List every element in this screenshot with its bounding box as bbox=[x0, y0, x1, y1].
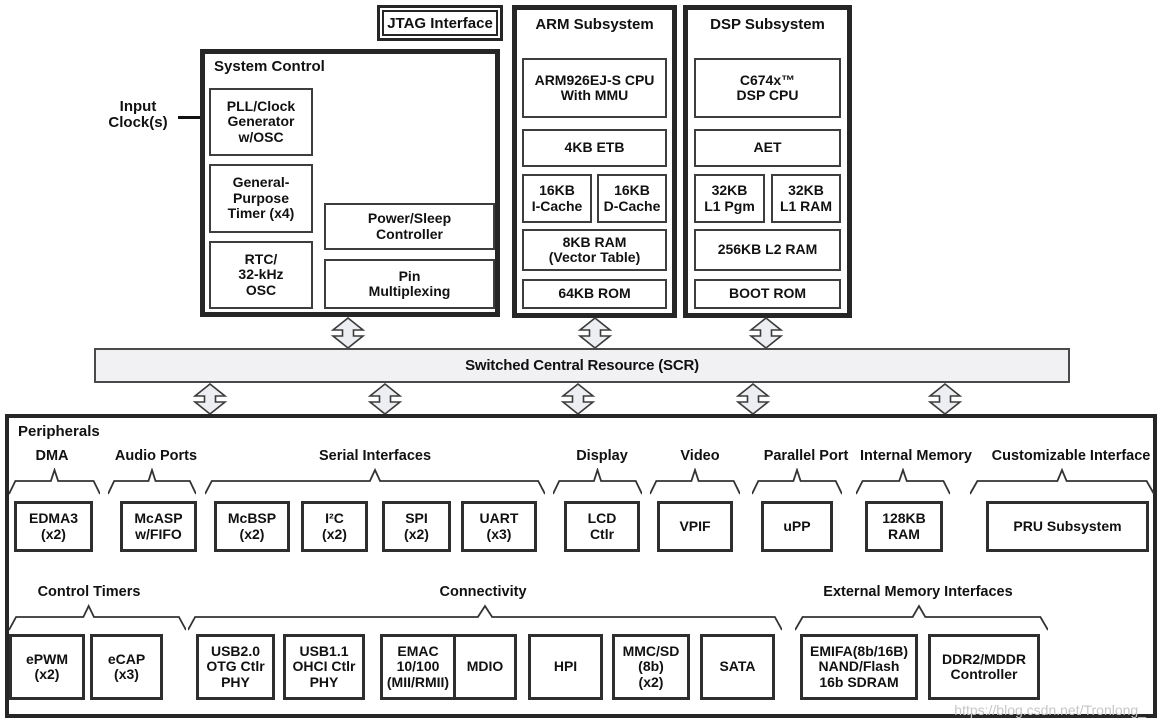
brace-connectivity bbox=[188, 604, 782, 632]
box-epwm: ePWM (x2) bbox=[9, 634, 85, 700]
brace-audio-ports bbox=[108, 468, 196, 496]
group-label-external-memory-interfaces: External Memory Interfaces bbox=[823, 584, 1013, 600]
box-spi: SPI (x2) bbox=[382, 501, 451, 552]
box-l2-ram: 256KB L2 RAM bbox=[694, 229, 841, 271]
box-usb1: USB1.1 OHCI Ctlr PHY bbox=[283, 634, 365, 700]
double-arrow-icon bbox=[735, 383, 771, 415]
box-rtc-osc: RTC/ 32-kHz OSC bbox=[209, 241, 313, 309]
box-mcbsp: McBSP (x2) bbox=[214, 501, 290, 552]
box-aet: AET bbox=[694, 129, 841, 167]
box-uart: UART (x3) bbox=[461, 501, 537, 552]
box-emifa: EMIFA(8b/16B) NAND/Flash 16b SDRAM bbox=[800, 634, 918, 700]
box-etb: 4KB ETB bbox=[522, 129, 667, 167]
arm-subsystem-box: ARM Subsystem ARM926EJ-S CPU With MMU 4K… bbox=[512, 5, 677, 318]
box-pll-clock-generator: PLL/Clock Generator w/OSC bbox=[209, 88, 313, 156]
double-arrow-icon bbox=[560, 383, 596, 415]
double-arrow-icon bbox=[330, 317, 366, 349]
box-boot-rom: BOOT ROM bbox=[694, 279, 841, 309]
box-ecap: eCAP (x3) bbox=[90, 634, 163, 700]
box-edma3: EDMA3 (x2) bbox=[14, 501, 93, 552]
box-l1-pgm: 32KB L1 Pgm bbox=[694, 174, 765, 223]
system-control-title: System Control bbox=[214, 58, 325, 75]
dsp-subsystem-title: DSP Subsystem bbox=[710, 16, 825, 33]
box-dsp-cpu: C674x™ DSP CPU bbox=[694, 58, 841, 118]
double-arrow-icon bbox=[367, 383, 403, 415]
peripherals-title: Peripherals bbox=[18, 423, 100, 440]
box-mdio: MDIO bbox=[456, 634, 517, 700]
system-control-box: System Control PLL/Clock Generator w/OSC… bbox=[200, 49, 500, 317]
group-label-connectivity: Connectivity bbox=[439, 584, 527, 600]
box-hpi: HPI bbox=[528, 634, 603, 700]
group-label-display: Display bbox=[576, 448, 628, 464]
brace-dma bbox=[9, 468, 100, 496]
box-l1-ram: 32KB L1 RAM bbox=[771, 174, 841, 223]
group-label-parallel-port: Parallel Port bbox=[763, 448, 849, 464]
brace-control-timers bbox=[9, 604, 186, 632]
box-arm-rom: 64KB ROM bbox=[522, 279, 667, 309]
double-arrow-icon bbox=[927, 383, 963, 415]
box-ddr2-mddr: DDR2/MDDR Controller bbox=[928, 634, 1040, 700]
peripherals-box: Peripherals DMA Audio Ports Serial Inter… bbox=[5, 414, 1157, 718]
box-i2c: I²C (x2) bbox=[301, 501, 368, 552]
brace-display bbox=[553, 468, 642, 496]
group-label-audio-ports: Audio Ports bbox=[114, 448, 198, 464]
jtag-interface-label: JTAG Interface bbox=[382, 10, 498, 36]
box-icache: 16KB I-Cache bbox=[522, 174, 592, 223]
group-label-video: Video bbox=[680, 448, 720, 464]
brace-external-memory-interfaces bbox=[795, 604, 1048, 632]
box-power-sleep-controller: Power/Sleep Controller bbox=[324, 203, 495, 250]
box-pru-subsystem: PRU Subsystem bbox=[986, 501, 1149, 552]
box-emac: EMAC 10/100 (MII/RMII) bbox=[380, 634, 456, 700]
input-clock-label: Input Clock(s) bbox=[108, 98, 168, 131]
brace-parallel-port bbox=[752, 468, 842, 496]
double-arrow-icon bbox=[748, 317, 784, 349]
box-gp-timer: General- Purpose Timer (x4) bbox=[209, 164, 313, 233]
brace-customizable-interface bbox=[970, 468, 1154, 496]
box-dcache: 16KB D-Cache bbox=[597, 174, 667, 223]
box-vpif: VPIF bbox=[657, 501, 733, 552]
double-arrow-icon bbox=[192, 383, 228, 415]
box-mcasp: McASP w/FIFO bbox=[120, 501, 197, 552]
double-arrow-icon bbox=[577, 317, 613, 349]
box-arm-cpu: ARM926EJ-S CPU With MMU bbox=[522, 58, 667, 118]
box-upp: uPP bbox=[761, 501, 833, 552]
group-label-control-timers: Control Timers bbox=[37, 584, 141, 600]
scr-bar: Switched Central Resource (SCR) bbox=[94, 348, 1070, 383]
group-label-dma: DMA bbox=[35, 448, 69, 464]
box-lcd-ctlr: LCD Ctlr bbox=[564, 501, 640, 552]
group-label-customizable-interface: Customizable Interface bbox=[991, 448, 1151, 464]
arm-subsystem-title: ARM Subsystem bbox=[535, 16, 654, 33]
box-mmc-sd: MMC/SD (8b) (x2) bbox=[612, 634, 690, 700]
box-emac-mdio-pair: EMAC 10/100 (MII/RMII) MDIO bbox=[380, 634, 517, 700]
group-label-serial-interfaces: Serial Interfaces bbox=[318, 448, 432, 464]
box-usb2: USB2.0 OTG Ctlr PHY bbox=[196, 634, 275, 700]
brace-serial-interfaces bbox=[205, 468, 545, 496]
brace-internal-memory bbox=[856, 468, 950, 496]
jtag-interface-box: JTAG Interface bbox=[377, 5, 503, 41]
dsp-subsystem-box: DSP Subsystem C674x™ DSP CPU AET 32KB L1… bbox=[683, 5, 852, 318]
box-pin-multiplexing: Pin Multiplexing bbox=[324, 259, 495, 309]
box-sata: SATA bbox=[700, 634, 775, 700]
box-128kb-ram: 128KB RAM bbox=[865, 501, 943, 552]
watermark-text: https://blog.csdn.net/Tronlong_ bbox=[954, 702, 1146, 718]
brace-video bbox=[650, 468, 740, 496]
box-arm-ram: 8KB RAM (Vector Table) bbox=[522, 229, 667, 271]
group-label-internal-memory: Internal Memory bbox=[860, 448, 972, 464]
